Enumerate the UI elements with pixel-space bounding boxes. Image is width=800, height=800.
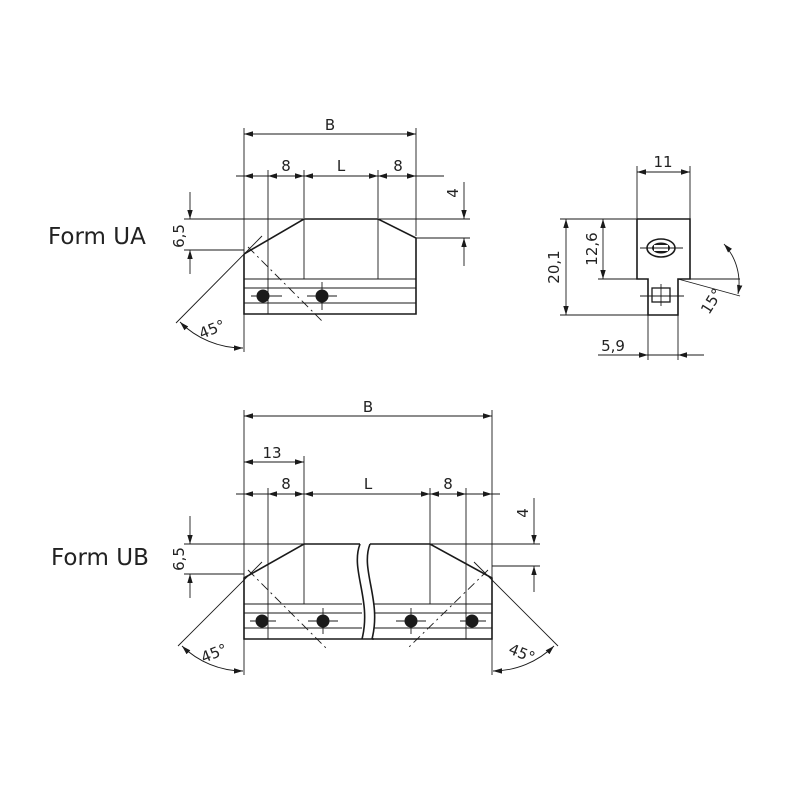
svg-text:6,5: 6,5 [170, 224, 188, 248]
form-ua-dim-45: 45° [175, 235, 263, 352]
form-ub-body [243, 543, 493, 649]
form-ua-dim-6-5: 6,5 [170, 192, 304, 274]
form-ub-screw-2 [308, 608, 338, 634]
side-dim-12-6: 12,6 [583, 219, 606, 279]
side-view: 11 20,1 12,6 15° 5,9 [545, 153, 743, 360]
svg-text:45°: 45° [198, 640, 229, 667]
svg-text:5,9: 5,9 [601, 337, 625, 355]
svg-text:B: B [363, 398, 373, 416]
side-dim-5-9: 5,9 [598, 279, 704, 360]
svg-text:L: L [364, 475, 373, 493]
form-ua-dim-chain: 8 L 8 [236, 157, 444, 280]
form-ub-dim-6-5: 6,5 [170, 516, 304, 598]
form-ua-centerline [247, 246, 325, 324]
form-ua-dim-4: 4 [378, 182, 470, 266]
svg-text:8: 8 [281, 475, 291, 493]
form-ub-dim-4: 4 [430, 498, 540, 592]
svg-text:8: 8 [281, 157, 291, 175]
svg-text:45°: 45° [506, 640, 537, 667]
form-ua-label: Form UA [48, 224, 146, 250]
form-ub-dim-13: 13 [244, 444, 305, 544]
svg-text:15°: 15° [697, 285, 726, 317]
svg-text:8: 8 [443, 475, 453, 493]
svg-text:20,1: 20,1 [545, 250, 563, 283]
svg-text:45°: 45° [196, 316, 227, 343]
form-ub-screw-4 [460, 614, 486, 628]
form-ub-break-right [366, 543, 376, 640]
form-ub-screw-1 [250, 614, 276, 628]
form-ub-screw-3 [396, 608, 426, 634]
form-ub-view: Form UB [51, 398, 559, 675]
form-ua-screw-left [251, 289, 282, 303]
form-ub-centerline-right [407, 569, 489, 649]
svg-text:12,6: 12,6 [583, 232, 601, 265]
form-ub-break-left [356, 543, 366, 640]
svg-text:8: 8 [393, 157, 403, 175]
svg-text:13: 13 [262, 444, 281, 462]
form-ub-dim-45-left: 45° [177, 561, 263, 675]
form-ua-screw-right [307, 282, 337, 310]
form-ub-centerline-left [247, 569, 327, 649]
svg-text:11: 11 [653, 153, 672, 171]
form-ua-view: Form UA B [48, 116, 470, 352]
svg-text:4: 4 [444, 188, 462, 198]
form-ub-dim-chain: 8 L 8 [236, 475, 500, 544]
svg-text:4: 4 [514, 508, 532, 518]
svg-text:L: L [337, 157, 346, 175]
side-view-nut [640, 284, 684, 306]
side-dim-20-1: 20,1 [545, 218, 648, 316]
side-dim-11: 11 [636, 153, 691, 219]
form-ub-label: Form UB [51, 545, 149, 571]
side-dim-15: 15° [677, 243, 743, 317]
form-ua-body [243, 218, 417, 324]
svg-text:6,5: 6,5 [170, 547, 188, 571]
side-view-screw [640, 238, 683, 258]
form-ub-dim-45-right: 45° [473, 561, 559, 675]
form-ua-dim-b: B [243, 116, 417, 252]
svg-text:B: B [325, 116, 335, 134]
